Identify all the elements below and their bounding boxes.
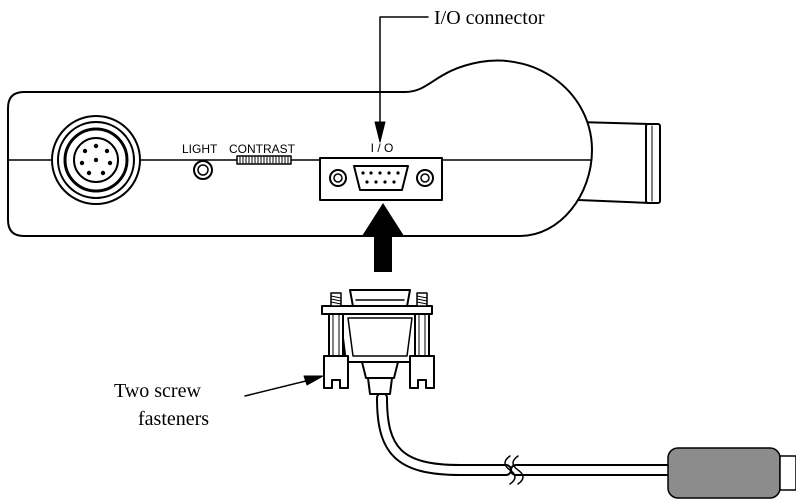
cable-plug: [321, 289, 678, 485]
strain-relief: [361, 361, 399, 379]
screw-fastener-right: [409, 313, 435, 389]
fasteners-label-line1: Two screw: [114, 380, 201, 402]
screw-fastener-left: [323, 313, 349, 389]
light-button: [193, 160, 213, 180]
probe-connector: [51, 115, 141, 205]
insertion-arrow: [362, 203, 404, 272]
handle-end-cap: [645, 123, 661, 204]
contrast-label: CONTRAST: [229, 142, 296, 156]
io-connector-callout: [374, 16, 429, 143]
cable-adapter: [667, 447, 796, 499]
instrument-body: [7, 59, 661, 237]
plug-flange: [321, 305, 433, 315]
contrast-slider: [236, 155, 292, 165]
instrument-housing: [7, 59, 593, 237]
io-port: [319, 157, 443, 201]
fasteners-callout: [244, 375, 324, 397]
fasteners-label-line2: fasteners: [138, 408, 209, 430]
io-connector-label: I/O connector: [434, 7, 545, 29]
light-label: LIGHT: [182, 142, 218, 156]
io-port-label: I / O: [371, 141, 394, 155]
